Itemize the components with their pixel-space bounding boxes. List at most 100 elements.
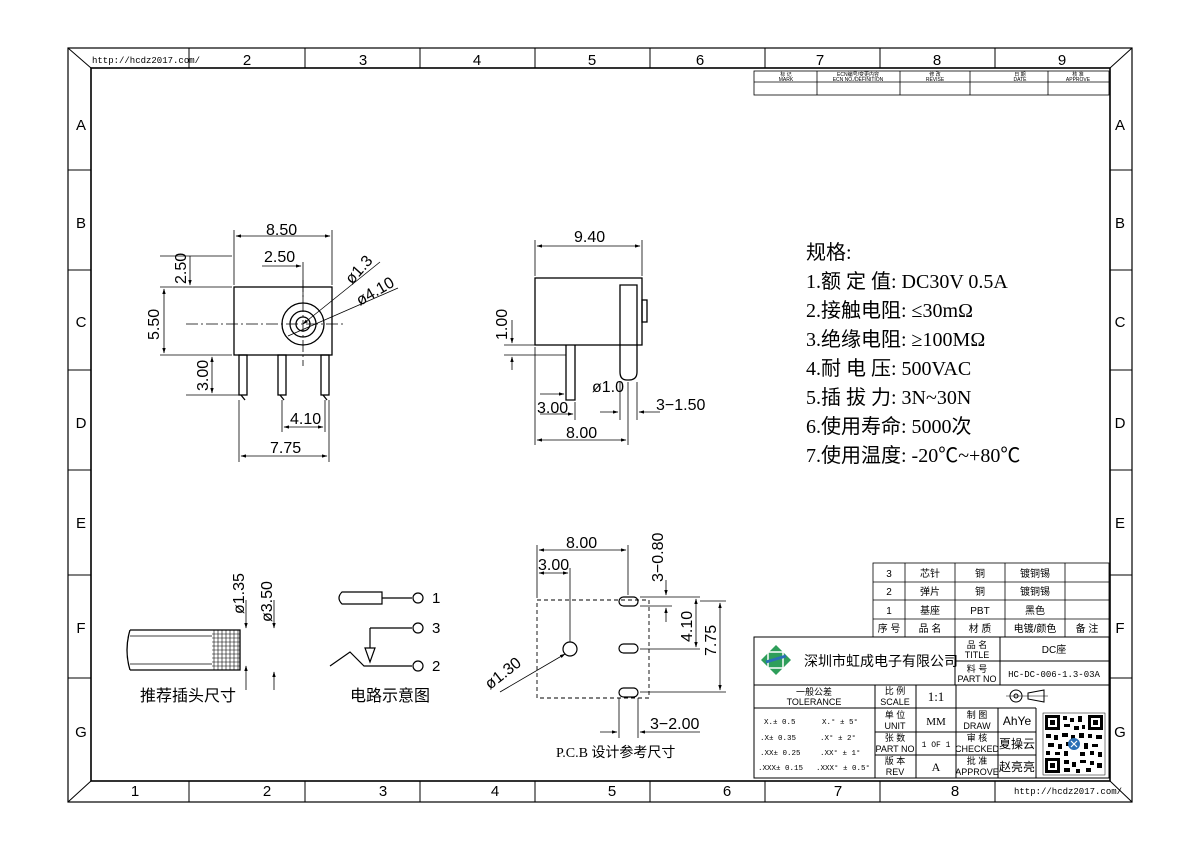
- frame-column-numbers-bottom: 1 2 3 4 5 6 7 8: [131, 783, 959, 800]
- dim-side-pin-length: 3.00: [537, 400, 568, 417]
- frame: [67, 47, 1133, 803]
- svg-text:MARK: MARK: [779, 77, 794, 83]
- svg-text:B: B: [1115, 215, 1125, 232]
- circuit-diagram: 1 3 2 电路示意图: [329, 590, 440, 705]
- circuit-pin-2: 2: [432, 658, 440, 675]
- svg-text:修 改: 修 改: [929, 71, 940, 78]
- svg-text:DRAW: DRAW: [963, 721, 991, 731]
- svg-text:REVISE: REVISE: [926, 77, 945, 83]
- company-logo: [761, 645, 791, 675]
- checked-by: 夏操云: [999, 736, 1035, 751]
- pcb-layout: 8.00 3.00 3−0.80 4.10 7.75 ø1.30 3−2.00 …: [482, 533, 726, 761]
- svg-text:E: E: [76, 515, 86, 532]
- side-body-outline: [534, 277, 643, 346]
- svg-text:一般公差: 一般公差: [796, 686, 832, 697]
- spec-temperature: 7.使用温度: -20℃~+80℃: [806, 444, 1020, 467]
- svg-text:X.° ± 5°: X.° ± 5°: [822, 718, 858, 727]
- plug-caption: 推荐插头尺寸: [140, 687, 236, 705]
- svg-text:3: 3: [359, 52, 367, 69]
- svg-text:.X° ± 2°: .X° ± 2°: [820, 734, 856, 743]
- circuit-pin-3: 3: [432, 620, 440, 637]
- svg-text:UNIT: UNIT: [885, 721, 906, 731]
- svg-text:F: F: [76, 620, 85, 637]
- dim-pcb-hole-diameter: ø1.30: [482, 655, 525, 694]
- front-body-outline: [233, 286, 333, 356]
- dim-front-pin-span: 7.75: [270, 440, 301, 457]
- dim-pcb-span: 8.00: [566, 535, 597, 552]
- dim-pcb-slot-length: 3−2.00: [650, 716, 699, 733]
- svg-text:TOLERANCE: TOLERANCE: [787, 697, 842, 707]
- svg-text:4: 4: [473, 52, 481, 69]
- svg-text:DATE: DATE: [1014, 77, 1028, 83]
- approved-by: 赵亮亮: [999, 759, 1035, 774]
- revision-table: 标 记 MARK ECN编号/变更内容 ECN NO./DEFINITION 修…: [753, 70, 1110, 96]
- dim-front-width: 8.50: [266, 222, 297, 239]
- svg-text:芯针: 芯针: [920, 567, 940, 580]
- svg-text:张 数: 张 数: [885, 732, 906, 743]
- projection-symbol: [1006, 689, 1048, 703]
- dim-plug-outer-diameter: ø3.50: [259, 581, 276, 622]
- svg-text:料 号: 料 号: [967, 663, 988, 674]
- svg-text:7: 7: [834, 783, 842, 800]
- svg-text:SCALE: SCALE: [880, 697, 910, 707]
- circuit-caption: 电路示意图: [350, 686, 430, 705]
- svg-text:比 例: 比 例: [885, 685, 906, 696]
- svg-text:PBT: PBT: [970, 606, 989, 617]
- svg-text:弹片: 弹片: [920, 585, 940, 598]
- svg-text:C: C: [1115, 314, 1126, 331]
- svg-text:8: 8: [951, 783, 959, 800]
- svg-text:5: 5: [608, 783, 616, 800]
- svg-text:G: G: [75, 724, 87, 741]
- svg-text:6: 6: [696, 52, 704, 69]
- svg-text:PART NO: PART NO: [957, 674, 996, 684]
- svg-text:D: D: [76, 415, 87, 432]
- frame-column-numbers-top: 2 3 4 5 6 7 8 9: [243, 52, 1066, 69]
- dim-pcb-offset: 3.00: [538, 557, 569, 574]
- svg-text:APPROVE: APPROVE: [1066, 77, 1091, 83]
- svg-text:核 准: 核 准: [1072, 71, 1083, 78]
- rev-value: A: [932, 760, 941, 774]
- svg-text:PART NO: PART NO: [875, 744, 914, 754]
- dim-side-pin-span: 8.00: [566, 425, 597, 442]
- svg-text:F: F: [1115, 620, 1124, 637]
- svg-text:CHECKED: CHECKED: [955, 744, 1000, 754]
- dim-plug-inner-diameter: ø1.35: [231, 573, 248, 614]
- svg-text:.XXX± 0.15: .XXX± 0.15: [758, 765, 804, 773]
- frame-url-bottom: http://hcdz2017.com/: [1014, 787, 1122, 797]
- spec-withstand-voltage: 4.耐 电 压: 500VAC: [806, 357, 971, 380]
- svg-text:9: 9: [1058, 52, 1066, 69]
- spec-service-life: 6.使用寿命: 5000次: [806, 415, 972, 438]
- svg-text:电镀/颜色: 电镀/颜色: [1014, 622, 1057, 635]
- svg-text:A: A: [1115, 117, 1125, 134]
- svg-text:铜: 铜: [975, 586, 985, 598]
- svg-text:7: 7: [816, 52, 824, 69]
- svg-text:G: G: [1114, 724, 1126, 741]
- svg-text:标 记: 标 记: [780, 71, 791, 78]
- side-view: 9.40 1.00 ø1.0 3.00 3−1.50 8.00: [494, 229, 705, 445]
- pcb-caption: P.C.B 设计参考尺寸: [556, 744, 675, 761]
- svg-text:.X± 0.35: .X± 0.35: [760, 735, 797, 743]
- svg-text:6: 6: [723, 783, 731, 800]
- svg-text:审 核: 审 核: [967, 732, 988, 743]
- scale-value: 1:1: [928, 689, 945, 704]
- frame-row-letters-right: A B C D E F G: [1114, 117, 1126, 741]
- frame-row-letters-left: A B C D E F G: [75, 117, 87, 741]
- recommended-plug: ø1.35 ø3.50 推荐插头尺寸: [126, 573, 276, 705]
- dim-front-top: 2.50: [173, 253, 190, 284]
- spec-insulation-resistance: 3.绝缘电阻: ≥100MΩ: [806, 328, 985, 351]
- svg-text:制 图: 制 图: [967, 709, 988, 720]
- svg-text:备 注: 备 注: [1076, 622, 1099, 635]
- svg-text:ECN NO./DEFINITION: ECN NO./DEFINITION: [833, 77, 884, 83]
- spec-rated-value: 1.额 定 值: DC30V 0.5A: [806, 270, 1008, 293]
- svg-text:1: 1: [886, 606, 892, 617]
- svg-text:1: 1: [131, 783, 139, 800]
- dim-side-length: 9.40: [574, 229, 605, 246]
- dim-side-tab-width: 3−1.50: [656, 397, 705, 414]
- svg-text:镀铜锡: 镀铜锡: [1020, 585, 1050, 598]
- svg-text:ECN编号/变更内容: ECN编号/变更内容: [837, 71, 879, 78]
- dim-pcb-total: 7.75: [703, 625, 720, 656]
- title-block: 深圳市虹成电子有限公司 品 名 TITLE 料 号 PART NO DC座 HC…: [753, 636, 1110, 779]
- svg-text:3: 3: [886, 569, 892, 580]
- front-view: 8.50 2.50 4.10 7.75 2.50 5.50 3.00 ø1.3 …: [146, 222, 399, 462]
